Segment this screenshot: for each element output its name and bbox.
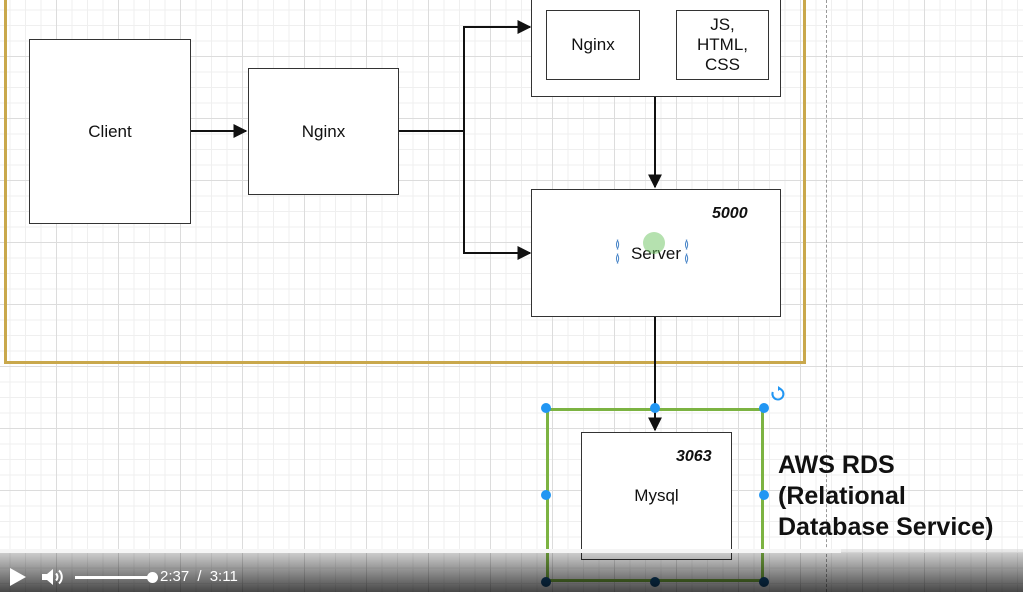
client-label: Client [88,121,132,141]
current-time: 2:37 [160,568,190,585]
mysql-label: Mysql [634,486,679,505]
rotate-handle-icon[interactable] [770,386,786,402]
inner-nginx-label: Nginx [571,35,615,54]
cursor-highlight [643,232,665,254]
page-break-line [826,0,827,592]
resize-handle-e[interactable] [759,490,769,500]
resize-handle-n[interactable] [650,403,660,413]
mysql-port: 3063 [676,448,712,465]
time-separator: / [197,568,202,585]
duration: 3:11 [209,568,238,585]
resize-handle-ne[interactable] [759,403,769,413]
time-display: 2:37 / 3:11 [160,568,238,585]
play-icon [10,568,26,586]
speaker-icon [42,569,63,585]
static-assets-box[interactable]: JS, HTML, CSS [676,10,769,80]
aws-rds-label: AWS RDS (Relational Database Service) [778,451,994,541]
inner-nginx-box[interactable]: Nginx [546,10,640,80]
client-box[interactable]: Client [29,39,191,224]
volume-knob[interactable] [147,572,158,583]
video-control-bar [0,549,1023,592]
static-assets-label: JS, HTML, CSS [697,15,748,74]
nginx-box[interactable]: Nginx [248,68,399,195]
resize-handle-w[interactable] [541,490,551,500]
progress-fill[interactable] [0,549,841,553]
group-container[interactable] [4,0,806,364]
resize-handle-nw[interactable] [541,403,551,413]
volume-button[interactable] [40,566,66,588]
volume-level [75,576,152,579]
mysql-box[interactable]: Mysql [581,432,732,560]
server-port: 5000 [712,205,748,222]
volume-slider[interactable] [75,572,158,583]
nginx-label: Nginx [301,121,346,141]
play-button[interactable] [8,566,28,588]
